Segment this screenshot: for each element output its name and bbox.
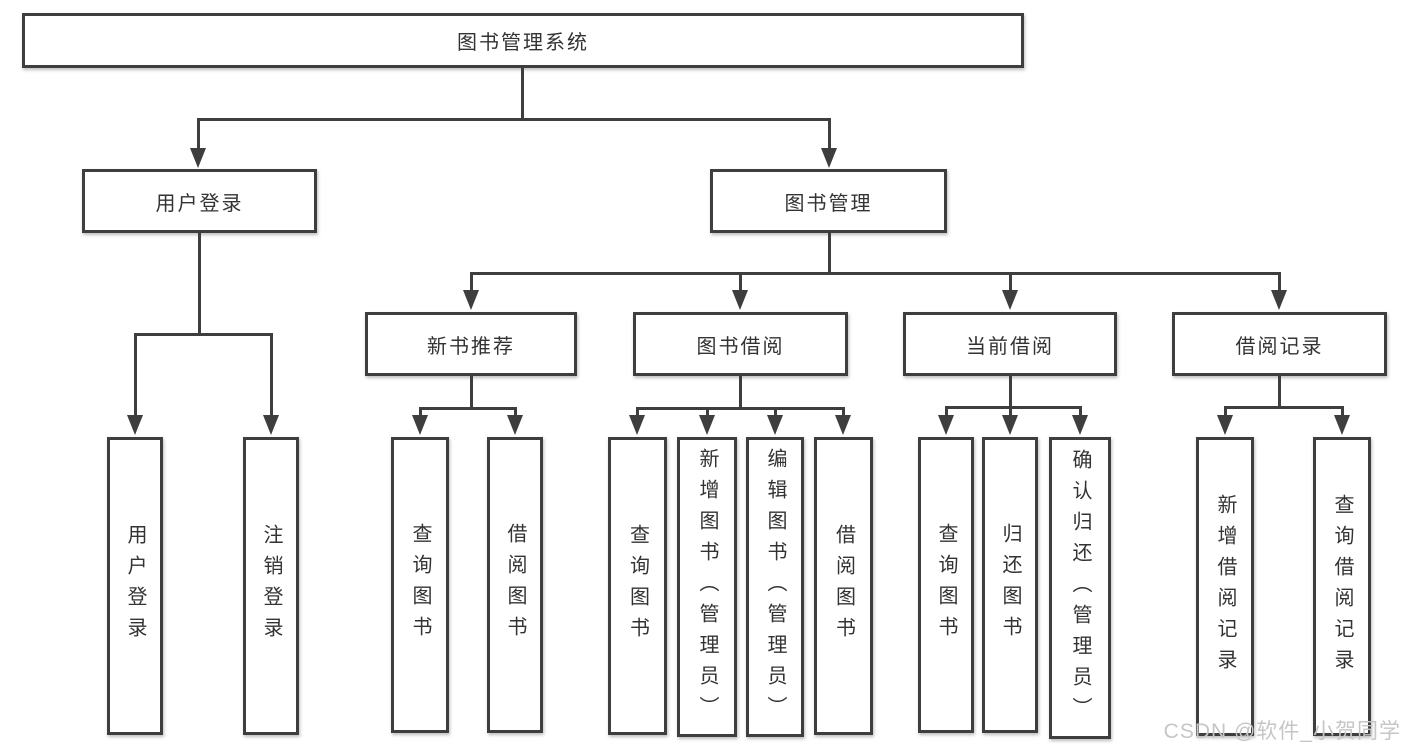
leaf-return-books: 归还图书 (982, 437, 1038, 733)
connector-vline (828, 233, 831, 275)
arrow-down-icon (835, 415, 851, 435)
arrow-down-icon (1072, 415, 1088, 435)
connector-vline (636, 408, 639, 418)
leaf-edit-books-admin: 编辑图书（管理员） (746, 437, 804, 737)
arrow-down-icon (412, 415, 428, 435)
connector-vline (134, 334, 137, 417)
connector-vline (828, 119, 831, 152)
connector-vline (470, 376, 473, 410)
arrow-down-icon (190, 148, 206, 168)
arrow-down-icon (1271, 290, 1287, 310)
leaf-logout: 注销登录 (243, 437, 299, 735)
node-label: 编辑图书（管理员） (764, 447, 786, 727)
arrow-down-icon (699, 415, 715, 435)
arrow-down-icon (1002, 415, 1018, 435)
leaf-query-books-borrowing: 查询图书 (608, 437, 667, 735)
connector-vline (521, 68, 524, 121)
leaf-add-books-admin: 新增图书（管理员） (677, 437, 737, 737)
connector-hline (419, 407, 517, 410)
node-label: 查询图书 (935, 523, 957, 647)
csdn-watermark: CSDN @软件_小贺同学 (1163, 720, 1401, 743)
node-book-management: 图书管理 (710, 169, 947, 233)
arrow-down-icon (507, 415, 523, 435)
arrow-down-icon (463, 290, 479, 310)
connector-vline (470, 273, 473, 293)
connector-vline (419, 408, 422, 418)
node-label: 图书管理 (784, 192, 873, 215)
connector-vline (1009, 376, 1012, 409)
arrow-down-icon (767, 415, 783, 435)
connector-vline (1009, 407, 1012, 418)
node-label: 借阅图书 (504, 523, 526, 647)
connector-hline (636, 407, 845, 410)
arrow-down-icon (1217, 415, 1233, 435)
node-label: 图书借阅 (696, 335, 785, 358)
arrow-down-icon (732, 290, 748, 310)
connector-vline (1278, 376, 1281, 409)
node-label: 查询图书 (626, 524, 649, 648)
node-label: 注销登录 (260, 524, 282, 648)
node-label: 当前借阅 (966, 335, 1054, 358)
node-new-book-recommendation: 新书推荐 (365, 312, 577, 376)
node-label: 确认归还（管理员） (1069, 448, 1091, 728)
connector-vline (1079, 407, 1082, 418)
connector-hline (945, 406, 1082, 409)
node-label: 归还图书 (999, 523, 1021, 647)
connector-vline (739, 376, 742, 410)
arrow-down-icon (1002, 290, 1018, 310)
node-label: 查询借阅记录 (1331, 493, 1353, 680)
node-user-login: 用户登录 (82, 169, 317, 233)
arrow-down-icon (263, 415, 279, 435)
connector-hline (1224, 406, 1344, 409)
node-label: 图书管理系统 (457, 32, 589, 54)
leaf-borrow-books-recommendation: 借阅图书 (487, 437, 543, 733)
connector-vline (197, 119, 200, 152)
arrow-down-icon (821, 148, 837, 168)
connector-vline (1341, 407, 1344, 418)
connector-vline (270, 334, 273, 417)
leaf-query-borrow-record: 查询借阅记录 (1313, 437, 1371, 736)
leaf-query-books-current: 查询图书 (918, 437, 974, 733)
leaf-confirm-return-admin: 确认归还（管理员） (1049, 437, 1111, 739)
node-label: 用户登录 (124, 524, 146, 648)
connector-vline (1009, 273, 1012, 293)
node-label: 借阅记录 (1235, 335, 1324, 358)
node-root: 图书管理系统 (22, 13, 1024, 68)
node-current-borrowing: 当前借阅 (903, 312, 1117, 376)
connector-hline (134, 333, 273, 336)
leaf-query-books-recommendation: 查询图书 (391, 437, 449, 733)
arrow-down-icon (629, 415, 645, 435)
arrow-down-icon (127, 415, 143, 435)
node-borrowing-records: 借阅记录 (1172, 312, 1387, 376)
arrow-down-icon (1334, 415, 1350, 435)
leaf-borrow-books-borrowing: 借阅图书 (814, 437, 873, 735)
node-label: 借阅图书 (832, 524, 855, 648)
arrow-down-icon (938, 415, 954, 435)
connector-vline (842, 408, 845, 418)
connector-hline (197, 118, 831, 121)
connector-vline (198, 233, 201, 336)
connector-vline (774, 408, 777, 418)
connector-vline (514, 408, 517, 418)
node-label: 新增图书（管理员） (696, 447, 718, 727)
leaf-user-login: 用户登录 (107, 437, 163, 735)
node-book-borrowing: 图书借阅 (633, 312, 848, 376)
leaf-add-borrow-record: 新增借阅记录 (1196, 437, 1254, 736)
node-label: 新书推荐 (427, 335, 515, 358)
node-label: 查询图书 (409, 523, 431, 647)
connector-vline (945, 407, 948, 418)
node-label: 用户登录 (155, 192, 244, 215)
connector-vline (1224, 407, 1227, 418)
connector-hline (470, 272, 1281, 275)
connector-vline (1278, 273, 1281, 293)
node-label: 新增借阅记录 (1214, 493, 1236, 680)
connector-vline (706, 408, 709, 418)
connector-vline (739, 273, 742, 293)
